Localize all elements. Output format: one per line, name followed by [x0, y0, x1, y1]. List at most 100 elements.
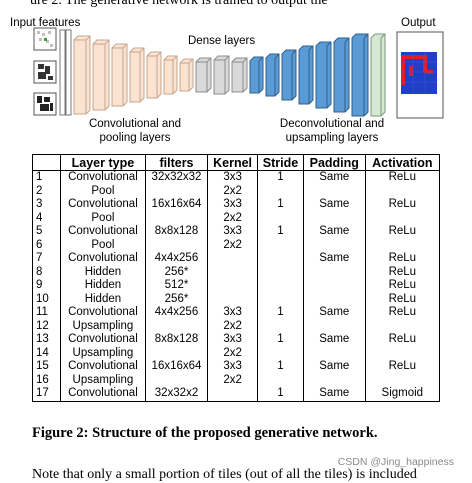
- cell-index: 10: [32, 292, 61, 306]
- cell-layer-type: Convolutional: [60, 170, 146, 185]
- table-header-row: Layer type filters Kernel Stride Padding…: [32, 154, 441, 171]
- cell-filters: 16x16x64: [144, 198, 209, 212]
- network-diagram: [33, 27, 444, 119]
- cell-padding: [302, 279, 366, 293]
- cell-activation: ReLu: [364, 265, 441, 279]
- cell-kernel: 3x3: [207, 333, 259, 347]
- cell-filters: 256*: [144, 292, 209, 306]
- cell-index: 9: [32, 279, 61, 293]
- cell-stride: [257, 211, 304, 225]
- cell-padding: [302, 265, 366, 279]
- cell-filters: 8x8x128: [144, 333, 209, 347]
- cell-layer-type: Upsampling: [60, 319, 146, 333]
- cell-stride: [257, 346, 304, 360]
- cell-padding: Same: [302, 333, 366, 347]
- cell-kernel: 3x3: [207, 198, 259, 212]
- label-conv-pooling-line2: pooling layers: [99, 132, 171, 144]
- cell-padding: Same: [302, 387, 366, 402]
- cell-layer-type: Pool: [60, 238, 146, 252]
- cell-padding: [302, 292, 366, 306]
- cell-filters: [144, 184, 209, 198]
- cell-activation: ReLu: [364, 333, 441, 347]
- cell-index: 6: [32, 238, 61, 252]
- cell-stride: 1: [257, 170, 304, 185]
- cell-layer-type: Hidden: [60, 279, 146, 293]
- cell-padding: Same: [302, 306, 366, 320]
- label-output: Output: [401, 17, 436, 29]
- cell-filters: 32x32x32: [144, 170, 209, 185]
- cell-kernel: [207, 252, 259, 266]
- cell-filters: 256*: [144, 265, 209, 279]
- cell-padding: [302, 211, 366, 225]
- cell-padding: [302, 184, 366, 198]
- cell-stride: [257, 373, 304, 387]
- conv-pooling-blocks: [73, 35, 194, 115]
- cell-index: 11: [32, 306, 61, 320]
- cell-activation: ReLu: [364, 252, 441, 266]
- cell-stride: 1: [257, 225, 304, 239]
- cell-activation: ReLu: [364, 170, 441, 185]
- cell-filters: [144, 211, 209, 225]
- cell-activation: [364, 184, 441, 198]
- cell-padding: Same: [302, 252, 366, 266]
- cell-activation: ReLu: [364, 225, 441, 239]
- cell-activation: [364, 346, 441, 360]
- header-padding: Padding: [302, 154, 366, 171]
- cell-stride: [257, 279, 304, 293]
- cell-filters: 32x32x2: [144, 387, 209, 402]
- cell-kernel: 2x2: [207, 211, 259, 225]
- cell-layer-type: Convolutional: [60, 252, 146, 266]
- cell-activation: [364, 319, 441, 333]
- cell-layer-type: Convolutional: [60, 387, 146, 402]
- cell-index: 7: [32, 252, 61, 266]
- cell-layer-type: Convolutional: [60, 360, 146, 374]
- input-feature-images: [33, 27, 57, 116]
- cell-padding: [302, 238, 366, 252]
- cell-activation: Sigmoid: [364, 387, 441, 402]
- label-conv-pooling: Convolutional and pooling layers: [70, 117, 200, 145]
- cell-stride: 1: [257, 360, 304, 374]
- cell-layer-type: Upsampling: [60, 346, 146, 360]
- cell-kernel: 2x2: [207, 238, 259, 252]
- cell-padding: [302, 319, 366, 333]
- cell-activation: ReLu: [364, 198, 441, 212]
- cell-activation: ReLu: [364, 306, 441, 320]
- output-map: [396, 31, 444, 119]
- cell-kernel: [207, 265, 259, 279]
- cell-stride: 1: [257, 198, 304, 212]
- cell-stride: [257, 238, 304, 252]
- cell-stride: [257, 292, 304, 306]
- cell-stride: [257, 265, 304, 279]
- header-filters: filters: [144, 154, 209, 171]
- cell-kernel: 3x3: [207, 360, 259, 374]
- cell-layer-type: Upsampling: [60, 373, 146, 387]
- label-deconv-upsampling-line1: Deconvolutional and: [279, 118, 385, 130]
- cell-activation: [364, 238, 441, 252]
- cell-layer-type: Convolutional: [60, 333, 146, 347]
- cell-stride: 1: [257, 306, 304, 320]
- cell-layer-type: Hidden: [60, 265, 146, 279]
- header-activation: Activation: [364, 154, 441, 171]
- cell-kernel: 2x2: [207, 346, 259, 360]
- figure-caption: Figure 2: Structure of the proposed gene…: [32, 425, 378, 441]
- cell-index: 12: [32, 319, 61, 333]
- label-dense-layers: Dense layers: [188, 35, 256, 47]
- cell-stride: 1: [257, 333, 304, 347]
- cell-layer-type: Pool: [60, 184, 146, 198]
- cell-filters: 512*: [144, 279, 209, 293]
- deconv-upsampling-blocks: [249, 33, 369, 117]
- cell-kernel: 3x3: [207, 306, 259, 320]
- cell-kernel: 3x3: [207, 170, 259, 185]
